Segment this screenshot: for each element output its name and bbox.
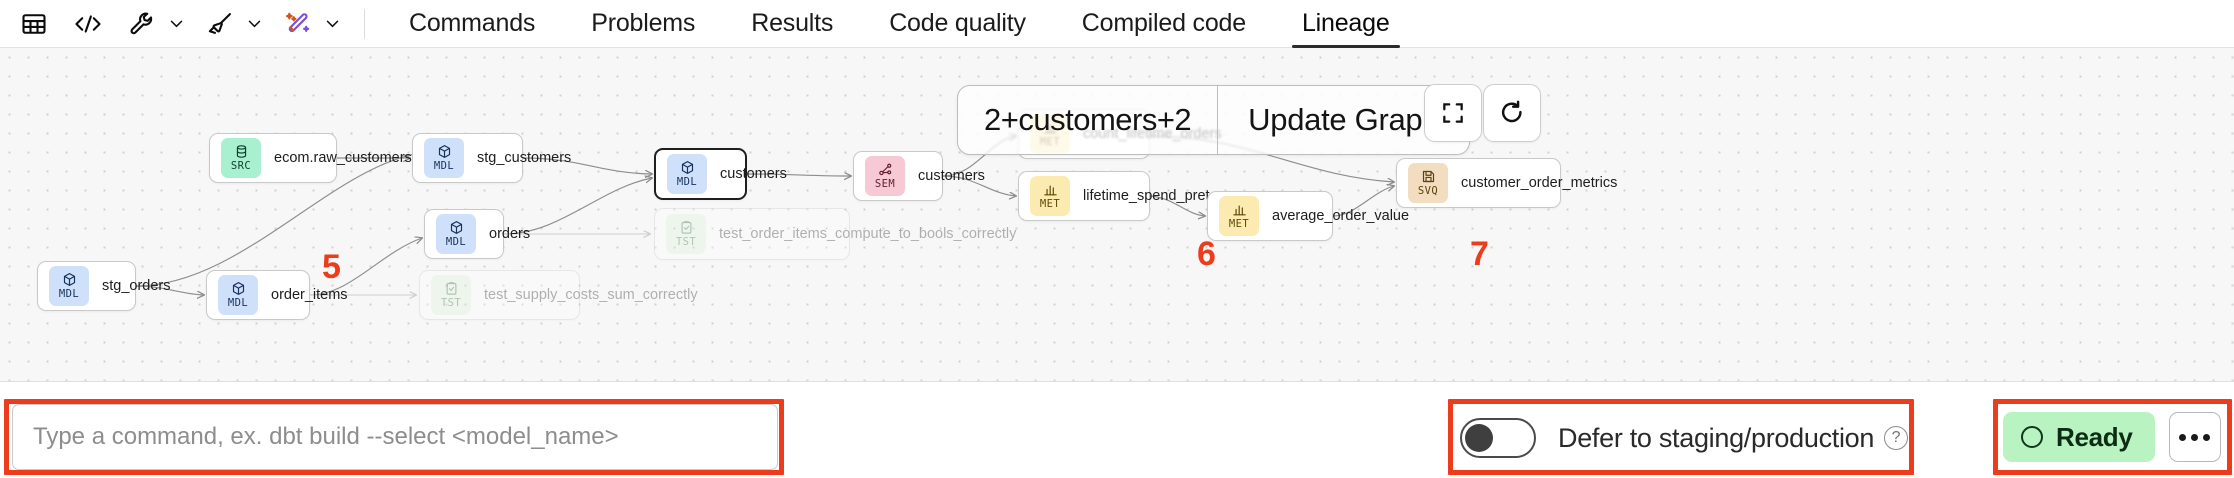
tab-problems[interactable]: Problems [591,9,696,37]
mdl-type-badge: MDL [667,154,707,194]
lineage-node-n9[interactable]: MDL orders [424,209,530,259]
status-area: Ready [2003,412,2221,462]
help-icon[interactable]: ? [1884,426,1909,450]
met-type-badge: MET [1219,196,1259,236]
lineage-node-label: ecom.raw_customers [274,149,412,166]
mdl-type-badge: MDL [218,275,258,315]
tab-commands[interactable]: Commands [409,9,536,37]
panel-tabs: Commands Problems Results Code quality C… [381,0,1418,48]
graph-selector-input[interactable]: 2+customers+2 [984,102,1192,137]
status-badge[interactable]: Ready [2003,412,2155,462]
more-options-button[interactable] [2168,412,2221,462]
lineage-node-n11[interactable]: MDL order_items [206,270,348,320]
refresh-graph-button[interactable] [1483,84,1541,142]
selector-divider [1217,86,1219,154]
chevron-down-icon[interactable] [240,4,268,44]
lineage-node-n8[interactable]: SVQ customer_order_metrics [1396,158,1617,208]
mdl-type-badge: MDL [424,138,464,178]
ai-assist-dropdown[interactable] [278,4,346,44]
lineage-node-label: customer_order_metrics [1461,174,1618,191]
lineage-node-n6[interactable]: MET lifetime_spend_pretax [1018,171,1225,221]
lineage-node-label: customers [720,165,787,182]
lineage-node-n2[interactable]: MDL stg_customers [412,133,571,183]
chevron-down-icon[interactable] [162,4,190,44]
lineage-node-n7[interactable]: MET average_order_value [1207,191,1409,241]
status-text: Ready [2056,421,2133,452]
lineage-node-n13[interactable]: TST test_supply_costs_sum_correctly [419,270,698,320]
lineage-node-label: order_items [271,286,348,303]
src-type-badge: SRC [221,138,261,178]
defer-control: Defer to staging/production ? [1460,410,1909,466]
lineage-node-label: test_order_items_compute_to_bools_correc… [719,225,1017,242]
broom-icon[interactable] [200,4,240,44]
dot-icon [2179,433,2187,441]
toolbar-divider [364,8,365,39]
tst-type-badge: TST [666,214,706,254]
lineage-node-n1[interactable]: SRC ecom.raw_customers [209,133,412,183]
defer-label: Defer to staging/production [1558,422,1875,453]
tst-type-badge: TST [431,275,471,315]
lineage-node-label: average_order_value [1272,207,1410,224]
command-input-wrapper [12,404,778,470]
lineage-node-label: lifetime_spend_pretax [1083,187,1225,204]
lineage-node-label: customers [918,167,985,184]
status-circle-icon [2021,426,2043,448]
lineage-node-n4[interactable]: SEM customers [853,151,985,201]
toolbar-icon-group [0,0,381,48]
tab-lineage[interactable]: Lineage [1274,0,1418,48]
lineage-node-label: orders [489,225,531,242]
chevron-down-icon[interactable] [318,4,346,44]
lineage-node-n12[interactable]: TST test_order_items_compute_to_bools_cor… [654,208,1016,260]
lineage-node-n3[interactable]: MDL customers [654,148,787,200]
code-view-icon[interactable] [68,4,108,44]
magic-wand-icon[interactable] [278,4,318,44]
tab-compiled-code[interactable]: Compiled code [1081,9,1246,37]
command-input[interactable] [12,404,778,470]
lineage-node-label: stg_orders [102,277,171,294]
mdl-type-badge: MDL [436,214,476,254]
fit-to-screen-button[interactable] [1424,84,1482,142]
dot-icon [2203,433,2211,441]
tab-results[interactable]: Results [751,9,834,37]
svq-type-badge: SVQ [1408,163,1448,203]
mdl-type-badge: MDL [49,266,89,306]
lineage-node-n10[interactable]: MDL stg_orders [37,261,171,311]
toggle-knob [1465,424,1493,452]
table-view-icon[interactable] [14,4,54,44]
met-type-badge: MET [1030,176,1070,216]
tab-code-quality[interactable]: Code quality [889,9,1026,37]
defer-toggle[interactable] [1460,418,1536,458]
lineage-node-label: test_supply_costs_sum_correctly [484,286,698,303]
format-dropdown[interactable] [200,4,268,44]
dot-icon [2191,433,2199,441]
graph-selector-bar: 2+customers+2 Update Graph [957,85,1471,155]
build-tools-dropdown[interactable] [122,4,190,44]
lineage-node-label: stg_customers [477,149,572,166]
top-toolbar: Commands Problems Results Code quality C… [0,0,2234,48]
update-graph-button[interactable]: Update Graph [1248,102,1440,137]
wrench-icon[interactable] [122,4,162,44]
sem-type-badge: SEM [865,156,905,196]
